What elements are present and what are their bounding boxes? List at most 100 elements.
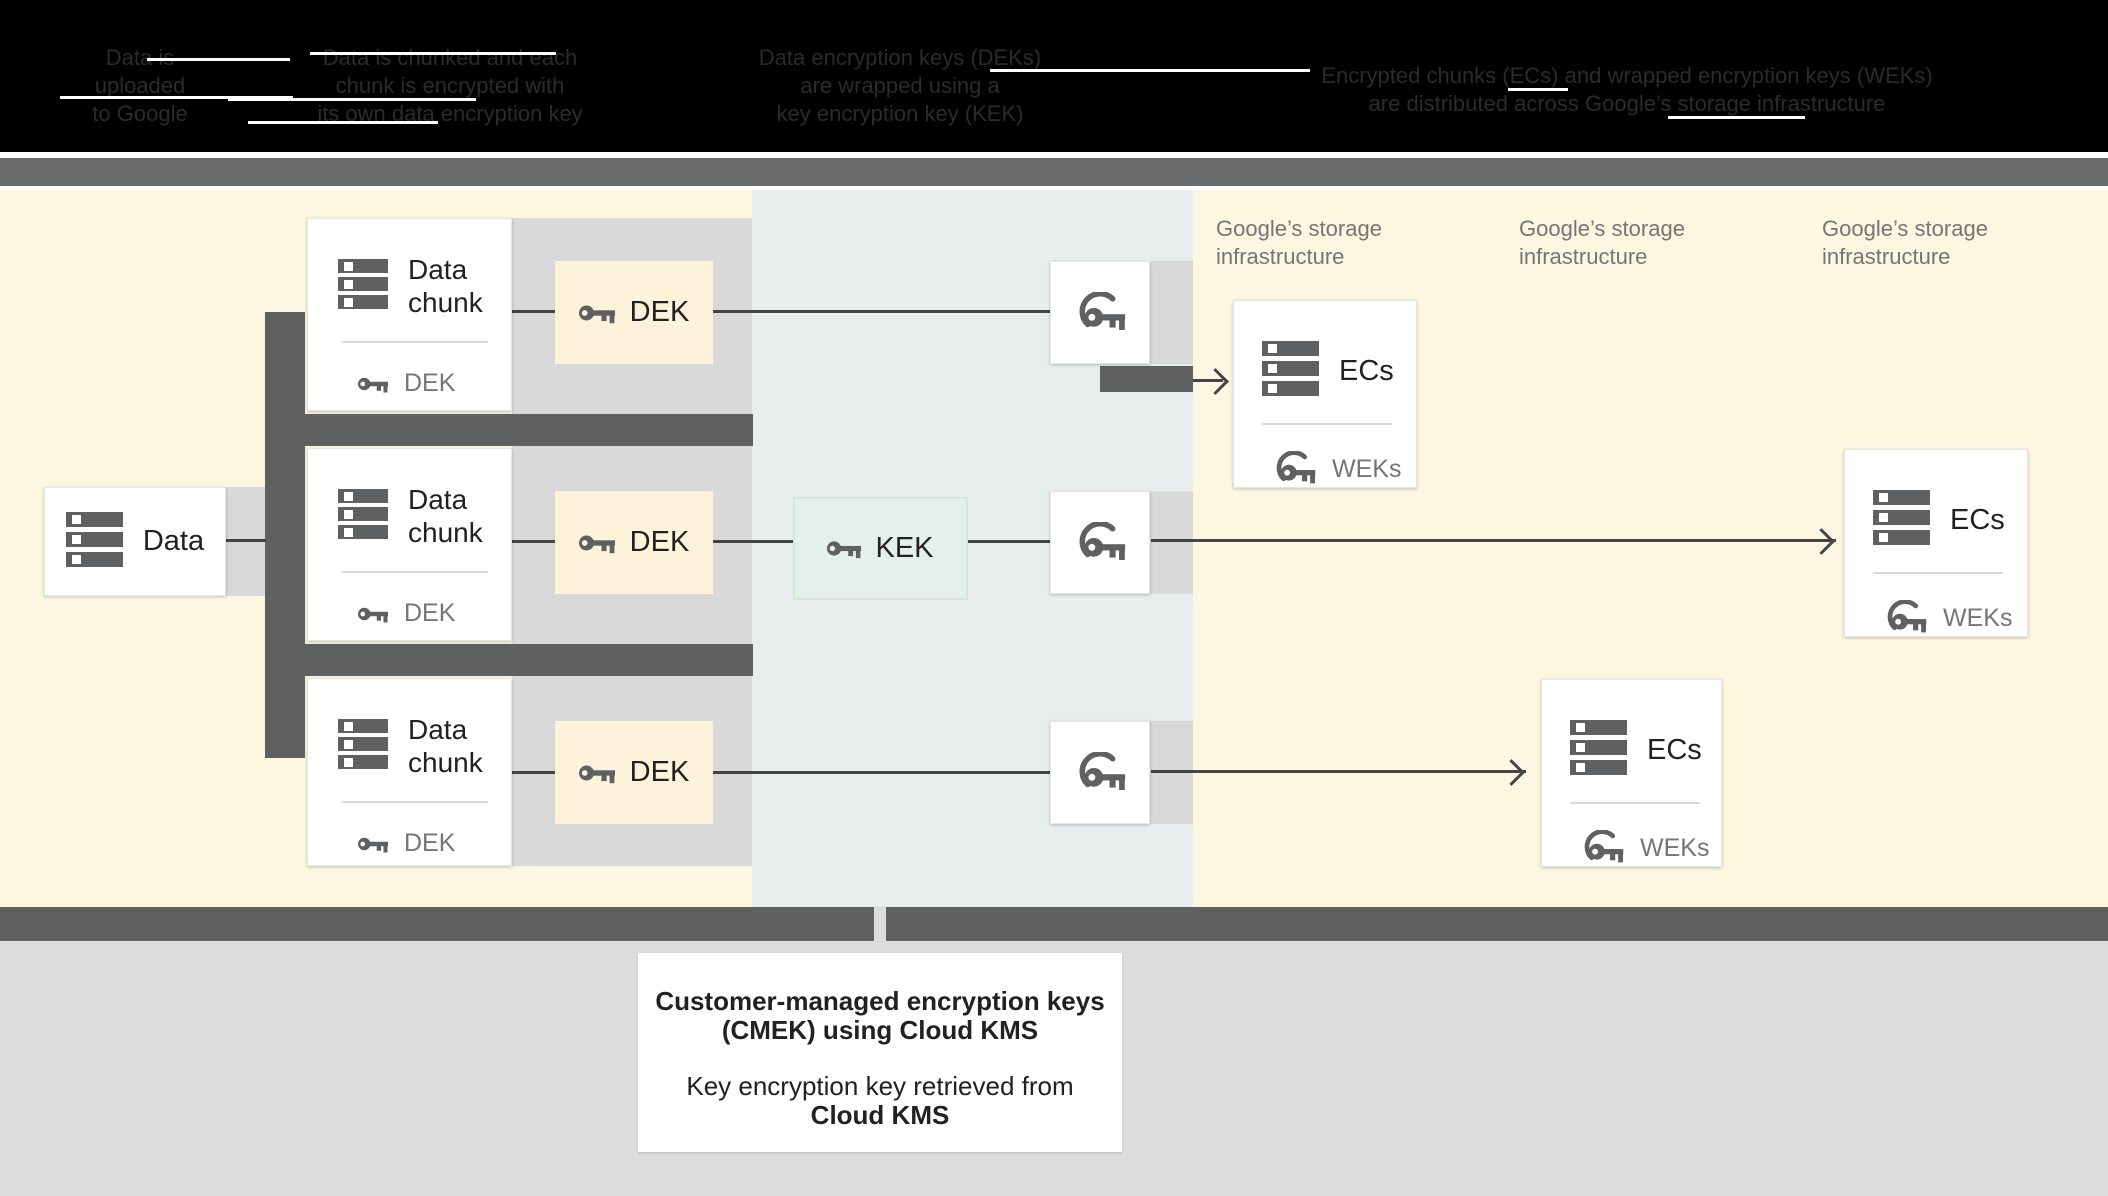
ec-wek-label: WEKs [1943, 603, 2013, 632]
key-icon [358, 377, 388, 392]
key-icon [578, 305, 615, 323]
database-icon [338, 489, 388, 543]
divider [342, 341, 488, 343]
connector-line [512, 540, 555, 543]
storage-infrastructure-label: Google’s storage infrastructure [1822, 216, 1988, 269]
wrapped-key-icon [1584, 830, 1624, 863]
wrapped-key-icon [1887, 600, 1927, 633]
header-step-3-line: key encryption key (KEK) [776, 101, 1024, 126]
database-icon [1570, 720, 1627, 780]
database-icon [338, 259, 388, 313]
header-step-1: Data is uploaded to Google [40, 44, 240, 128]
divider [342, 571, 488, 573]
chunk-dek-label: DEK [404, 369, 456, 397]
header-step-2-line: Data is chunked and each [322, 45, 578, 70]
data-chunk-box-3: Data chunk DEK [307, 678, 512, 866]
kek-box-label: KEK [875, 532, 934, 564]
divider [1262, 423, 1392, 425]
dek-box-label: DEK [629, 296, 690, 328]
chunk-dek-label: DEK [404, 599, 456, 627]
header-step-2: Data is chunked and each chunk is encryp… [300, 44, 600, 128]
ec-box-title: ECs [1647, 733, 1702, 766]
wrapped-key-icon [1079, 751, 1126, 790]
branch-horizontal-bar [305, 414, 753, 446]
key-icon [578, 765, 615, 783]
storage-infrastructure-label: Google’s storage infrastructure [1519, 216, 1685, 269]
branch-horizontal-bar [305, 644, 753, 676]
header-step-4-line: are distributed across Google’s storage … [1368, 91, 1886, 116]
dek-box-3: DEK [555, 721, 713, 824]
caption-body-line: Cloud KMS [810, 1100, 950, 1130]
keybox-shadow [1150, 491, 1193, 594]
data-chunk-box-2: Data chunk DEK [307, 448, 512, 641]
connector-line [968, 540, 1050, 543]
data-chunk-title: Data chunk [408, 254, 483, 318]
wrapped-key-icon [1276, 451, 1316, 484]
chunk-dek-label: DEK [404, 829, 456, 857]
streak-line [228, 98, 476, 101]
dek-box-label: DEK [629, 756, 690, 788]
arrow-line [1151, 539, 1836, 542]
dek-box-label: DEK [629, 526, 690, 558]
ec-box-title: ECs [1950, 503, 2005, 536]
key-icon [578, 535, 615, 553]
connector-line [226, 539, 266, 542]
streak-line [310, 52, 556, 55]
streak-line [1508, 88, 1568, 91]
data-chunk-box-1: Data chunk DEK [307, 218, 512, 411]
caption-title-line: (CMEK) using Cloud KMS [721, 1015, 1039, 1045]
connector-line [713, 540, 793, 543]
connector-line [512, 771, 555, 774]
header-step-4: Encrypted chunks (ECs) and wrapped encry… [1320, 62, 1934, 118]
streak-line [248, 121, 438, 124]
dek-box-2: DEK [555, 491, 713, 594]
caption-spacer [638, 1045, 1122, 1072]
caption-box: Customer-managed encryption keys (CMEK) … [638, 953, 1122, 1152]
database-icon [338, 719, 388, 773]
wrapped-key-icon [1079, 291, 1126, 330]
database-icon [65, 511, 123, 572]
header-step-3-line: are wrapped using a [800, 73, 1000, 98]
bottom-divider-band [0, 907, 2108, 941]
header-step-4-line: Encrypted chunks (ECs) and wrapped encry… [1321, 63, 1933, 88]
thick-arrow-bar [1100, 366, 1193, 392]
divider [1873, 572, 2003, 574]
storage-infrastructure-label: Google’s storage infrastructure [1216, 216, 1382, 269]
data-box-label: Data [142, 525, 205, 557]
divider [1570, 802, 1700, 804]
wrap-key-box-3 [1050, 721, 1150, 824]
wrap-key-box-1 [1050, 261, 1150, 364]
header-step-1-line: to Google [92, 101, 188, 126]
data-chunk-title: Data chunk [408, 714, 483, 778]
header-step-2-line: chunk is encrypted with [335, 73, 565, 98]
ec-box-1: ECs WEKs [1233, 300, 1417, 488]
caption-title-line: Customer-managed encryption keys [655, 986, 1105, 1016]
kek-box: KEK [793, 497, 968, 600]
ec-box-2: ECs WEKs [1844, 449, 2028, 637]
arrow-line [1193, 379, 1223, 382]
connector-line [512, 310, 555, 313]
key-icon [358, 837, 388, 852]
streak-line [60, 96, 293, 99]
streak-line [147, 58, 290, 61]
header-step-3-line: Data encryption keys (DEKs) [758, 45, 1042, 70]
connector-line [713, 310, 1050, 313]
database-icon [1873, 490, 1930, 550]
streak-line [990, 69, 1310, 72]
ec-wek-label: WEKs [1332, 454, 1402, 483]
data-chunk-title: Data chunk [408, 484, 483, 548]
header-step-1-line: Data is [105, 45, 175, 70]
connector-line [713, 771, 1050, 774]
divider [342, 801, 488, 803]
header-divider-band [0, 158, 2108, 186]
caption-body-line: Key encryption key retrieved from [686, 1071, 1074, 1101]
ec-box-3: ECs WEKs [1541, 679, 1722, 867]
streak-line [1668, 116, 1805, 119]
header-step-3: Data encryption keys (DEKs) are wrapped … [750, 44, 1050, 128]
data-box: Data [44, 487, 226, 596]
ec-wek-label: WEKs [1640, 833, 1710, 862]
key-icon [827, 541, 862, 559]
dek-box-1: DEK [555, 261, 713, 364]
database-icon [1262, 341, 1319, 401]
arrow-line [1151, 770, 1526, 773]
